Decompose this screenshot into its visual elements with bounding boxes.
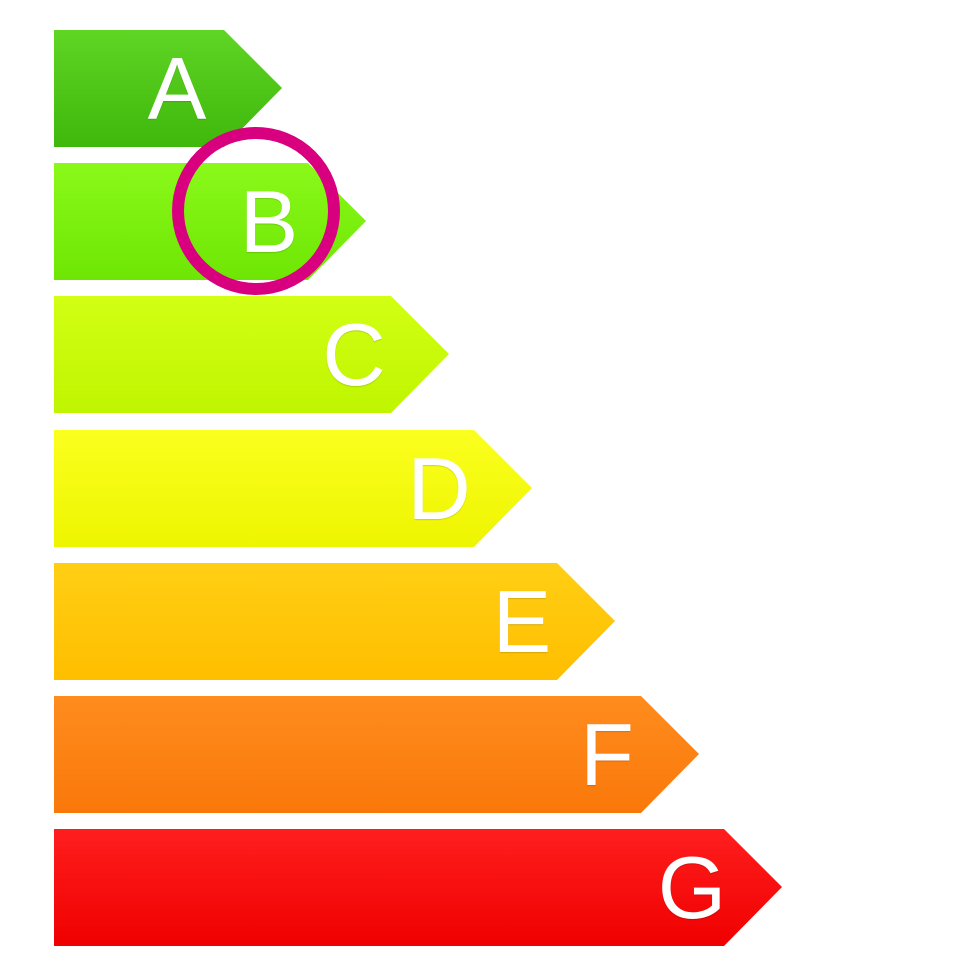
rating-bar-c: C — [54, 296, 452, 413]
rating-bar-e-arrow — [54, 563, 615, 680]
rating-bar-g-arrow — [54, 829, 782, 946]
rating-label-c: C — [322, 305, 386, 404]
rating-label-e: E — [492, 572, 552, 671]
rating-bar-b-arrow — [54, 163, 366, 280]
rating-bar-a-arrow — [54, 30, 282, 147]
rating-label-f: F — [580, 705, 634, 804]
rating-label-a: A — [147, 39, 207, 138]
rating-label-b: B — [239, 172, 299, 271]
rating-bar-g: G — [54, 829, 786, 946]
rating-label-g: G — [657, 838, 727, 937]
rating-bar-f-arrow — [54, 696, 699, 813]
rating-bar-c-arrow — [54, 296, 449, 413]
rating-bar-d-arrow — [54, 430, 532, 547]
rating-bar-b: B — [54, 163, 370, 280]
rating-bar-d: D — [54, 430, 536, 547]
rating-bar-f: F — [54, 696, 702, 813]
rating-bar-e: E — [54, 563, 618, 680]
rating-label-d: D — [407, 439, 471, 538]
rating-bar-a: A — [54, 30, 286, 147]
